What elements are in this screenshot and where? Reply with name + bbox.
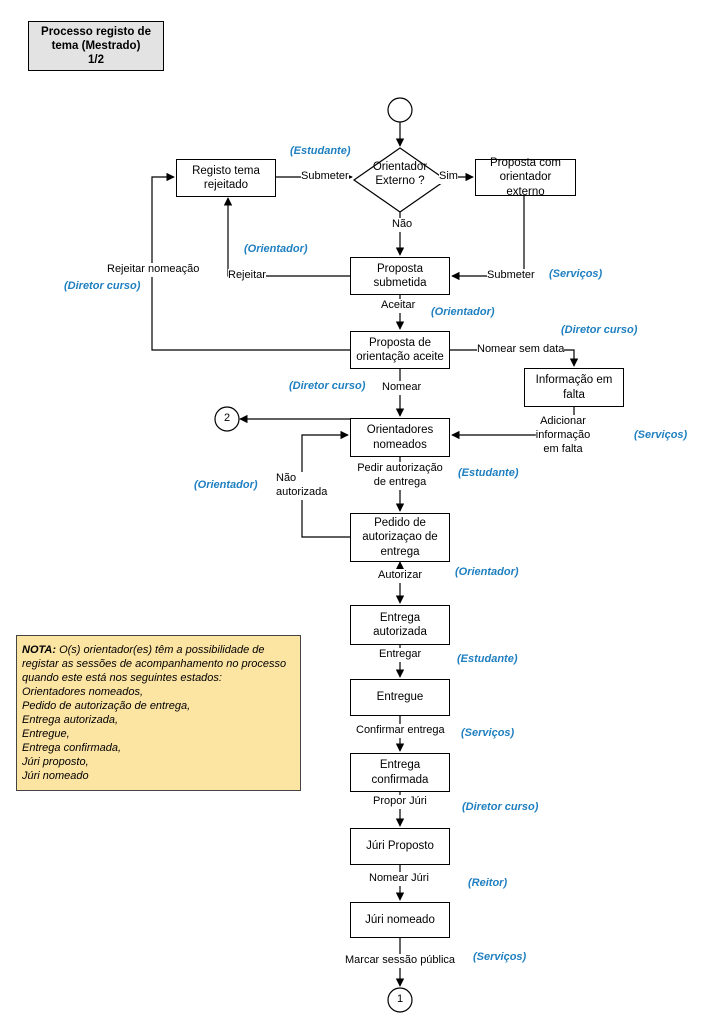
- transition-entregar: Entregar: [379, 648, 422, 662]
- role-diretor-curso: (Diretor curso): [289, 380, 366, 392]
- transition-confirmar-entrega: Confirmar entrega: [356, 724, 445, 738]
- title-line-3: 1/2: [88, 54, 104, 66]
- note-box: NOTA: O(s) orientador(es) têm a possibil…: [16, 635, 301, 791]
- note-heading: NOTA:: [22, 644, 57, 656]
- state-informacao-em-falta[interactable]: Informação em falta: [524, 368, 624, 407]
- title-line-1: Processo registo de: [41, 25, 151, 38]
- role-estudante: (Estudante): [458, 467, 519, 479]
- transition-pedir-autorizacao: Pedir autorização de entrega: [357, 462, 443, 490]
- state-entrega-autorizada[interactable]: Entrega autorizada: [350, 605, 450, 645]
- transition-nao-autorizada: Não autorizada: [276, 472, 328, 500]
- transition-propor-juri: Propor Júri: [373, 795, 427, 809]
- transition-rejeitar: Rejeitar: [228, 269, 266, 283]
- state-proposta-orientacao-aceite[interactable]: Proposta de orientação aceite: [350, 331, 450, 369]
- role-servicos: (Serviços): [549, 268, 603, 280]
- state-entregue[interactable]: Entregue: [350, 679, 450, 716]
- transition-submeter-servicos: Submeter: [487, 269, 535, 283]
- role-orientador: (Orientador): [455, 566, 519, 578]
- transition-sim: Sim: [439, 170, 458, 184]
- note-state: Entrega confirmada,: [22, 741, 122, 754]
- state-juri-proposto[interactable]: Júri Proposto: [350, 828, 450, 865]
- role-orientador: (Orientador): [194, 479, 258, 491]
- transition-nomear: Nomear: [382, 381, 422, 395]
- note-state: Júri proposto,: [22, 755, 89, 768]
- note-state: Entregue,: [22, 727, 70, 740]
- role-servicos: (Serviços): [473, 951, 527, 963]
- state-registo-tema-rejeitado[interactable]: Registo tema rejeitado: [176, 159, 276, 197]
- role-diretor-curso: (Diretor curso): [561, 324, 638, 336]
- page-connector-1-circle: [387, 987, 413, 1013]
- role-diretor-curso: (Diretor curso): [64, 280, 141, 292]
- transition-submeter-registo: Submeter: [301, 170, 349, 184]
- transition-nomear-juri: Nomear Júri: [369, 872, 429, 886]
- decision-orientador-externo: Orientador Externo ?: [372, 161, 428, 188]
- transition-autorizar: Autorizar: [378, 569, 423, 583]
- page-connector-1[interactable]: 1: [396, 993, 404, 1005]
- diagram-title: Processo registo de tema (Mestrado) 1/2: [28, 21, 164, 71]
- role-diretor-curso: (Diretor curso): [462, 801, 539, 813]
- state-proposta-submetida[interactable]: Proposta submetida: [350, 257, 450, 295]
- note-state: Pedido de autorização de entrega,: [22, 699, 191, 712]
- transition-aceitar: Aceitar: [381, 299, 416, 313]
- state-orientadores-nomeados[interactable]: Orientadores nomeados: [350, 418, 450, 457]
- state-entrega-confirmada[interactable]: Entrega confirmada: [350, 753, 450, 792]
- note-state: Júri nomeado: [22, 769, 89, 782]
- note-intro: O(s) orientador(es) têm a possibilidade …: [22, 644, 287, 684]
- role-orientador: (Orientador): [431, 306, 495, 318]
- state-juri-nomeado[interactable]: Júri nomeado: [350, 902, 450, 938]
- transition-marcar-sessao-publica: Marcar sessão pública: [345, 954, 456, 968]
- role-servicos: (Serviços): [461, 727, 515, 739]
- page-connector-2-circle: [214, 406, 240, 432]
- note-state: Entrega autorizada,: [22, 713, 119, 726]
- role-estudante: (Estudante): [457, 653, 518, 665]
- transition-nao: Não: [392, 218, 413, 232]
- state-pedido-autorizacao-entrega[interactable]: Pedido de autorizaçao de entrega: [350, 513, 450, 562]
- start-circle: [387, 97, 413, 123]
- transition-adicionar-informacao: Adicionar informação em falta: [535, 415, 591, 457]
- state-proposta-orientador-externo[interactable]: Proposta com orientador externo: [475, 157, 576, 198]
- title-line-2: tema (Mestrado): [51, 39, 141, 52]
- role-servicos: (Serviços): [634, 429, 688, 441]
- transition-nomear-sem-data: Nomear sem data: [477, 343, 565, 357]
- page-connector-2[interactable]: 2: [223, 412, 231, 424]
- note-state: Orientadores nomeados,: [22, 685, 144, 698]
- role-orientador: (Orientador): [244, 243, 308, 255]
- role-reitor: (Reitor): [468, 877, 508, 889]
- role-estudante: (Estudante): [290, 145, 351, 157]
- transition-rejeitar-nomeacao: Rejeitar nomeação: [107, 263, 200, 277]
